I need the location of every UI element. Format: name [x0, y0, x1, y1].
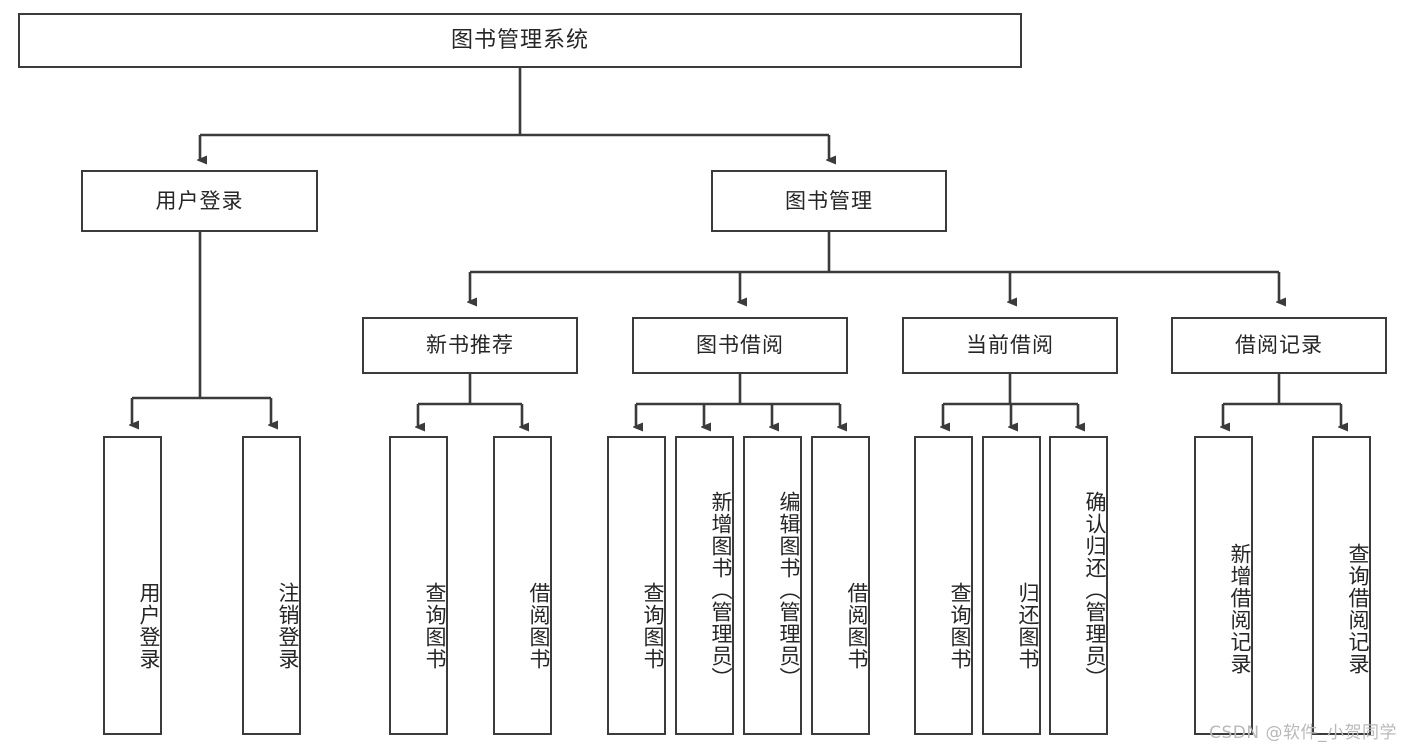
leaf-label: 归还图书 [1016, 581, 1040, 670]
leaf-borrow-borrow-book[interactable]: 借阅图书 [811, 436, 870, 735]
leaf-label: 查询图书 [641, 581, 665, 670]
leaf-recommend-query-book[interactable]: 查询图书 [389, 436, 448, 735]
node-new-book-recommend[interactable]: 新书推荐 [362, 317, 578, 374]
node-user-login[interactable]: 用户登录 [81, 170, 318, 232]
csdn-watermark: CSDN @软件_小贺同学 [1209, 723, 1397, 743]
node-book-borrow-label: 图书借阅 [696, 333, 784, 358]
leaf-current-query-book[interactable]: 查询图书 [914, 436, 973, 735]
leaf-current-confirm-return-admin[interactable]: 确认归还（管理员） [1049, 436, 1108, 735]
leaf-recommend-borrow-book[interactable]: 借阅图书 [493, 436, 552, 735]
leaf-user-login-logout[interactable]: 注销登录 [242, 436, 301, 735]
leaf-label: 借阅图书 [845, 581, 869, 670]
leaf-label: 注销登录 [276, 581, 300, 670]
leaf-label: 编辑图书（管理员） [777, 490, 801, 689]
node-root-label: 图书管理系统 [450, 27, 589, 53]
leaf-label: 查询图书 [948, 581, 972, 670]
node-user-login-label: 用户登录 [155, 188, 244, 213]
node-book-borrow[interactable]: 图书借阅 [632, 317, 848, 374]
leaf-label: 确认归还（管理员） [1083, 490, 1107, 689]
leaf-record-add-record[interactable]: 新增借阅记录 [1194, 436, 1253, 735]
leaf-label: 新增借阅记录 [1228, 542, 1252, 675]
leaf-label: 用户登录 [137, 581, 161, 670]
leaf-label: 查询图书 [423, 581, 447, 670]
leaf-borrow-edit-book-admin[interactable]: 编辑图书（管理员） [743, 436, 802, 735]
leaf-label: 查询借阅记录 [1346, 542, 1370, 675]
leaf-label: 新增图书（管理员） [709, 490, 733, 689]
leaf-borrow-query-book[interactable]: 查询图书 [607, 436, 666, 735]
node-book-management[interactable]: 图书管理 [711, 170, 947, 232]
leaf-user-login-login[interactable]: 用户登录 [103, 436, 162, 735]
node-new-book-recommend-label: 新书推荐 [426, 333, 514, 358]
node-root[interactable]: 图书管理系统 [18, 13, 1022, 68]
leaf-record-query-record[interactable]: 查询借阅记录 [1312, 436, 1371, 735]
node-current-borrow[interactable]: 当前借阅 [902, 317, 1118, 374]
node-current-borrow-label: 当前借阅 [966, 333, 1054, 358]
node-borrow-record[interactable]: 借阅记录 [1171, 317, 1387, 374]
leaf-borrow-add-book-admin[interactable]: 新增图书（管理员） [675, 436, 734, 735]
node-book-management-label: 图书管理 [785, 188, 873, 213]
node-borrow-record-label: 借阅记录 [1235, 333, 1323, 358]
leaf-current-return-book[interactable]: 归还图书 [982, 436, 1041, 735]
leaf-label: 借阅图书 [527, 581, 551, 670]
